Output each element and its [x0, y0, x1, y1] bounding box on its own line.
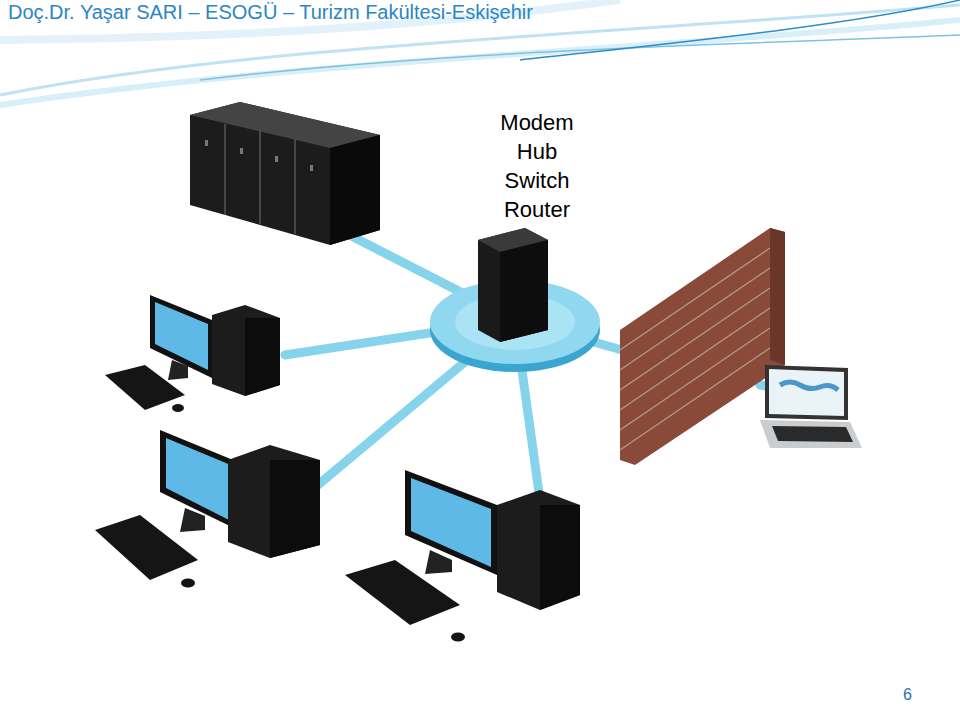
- device-name: Switch: [505, 168, 570, 193]
- slide-header: Doç.Dr. Yaşar SARI – ESOGÜ – Turizm Fakü…: [8, 1, 533, 24]
- device-name: Router: [504, 197, 570, 222]
- device-name: Modem: [500, 110, 573, 135]
- device-name: Hub: [517, 139, 557, 164]
- page-number: 6: [903, 686, 912, 704]
